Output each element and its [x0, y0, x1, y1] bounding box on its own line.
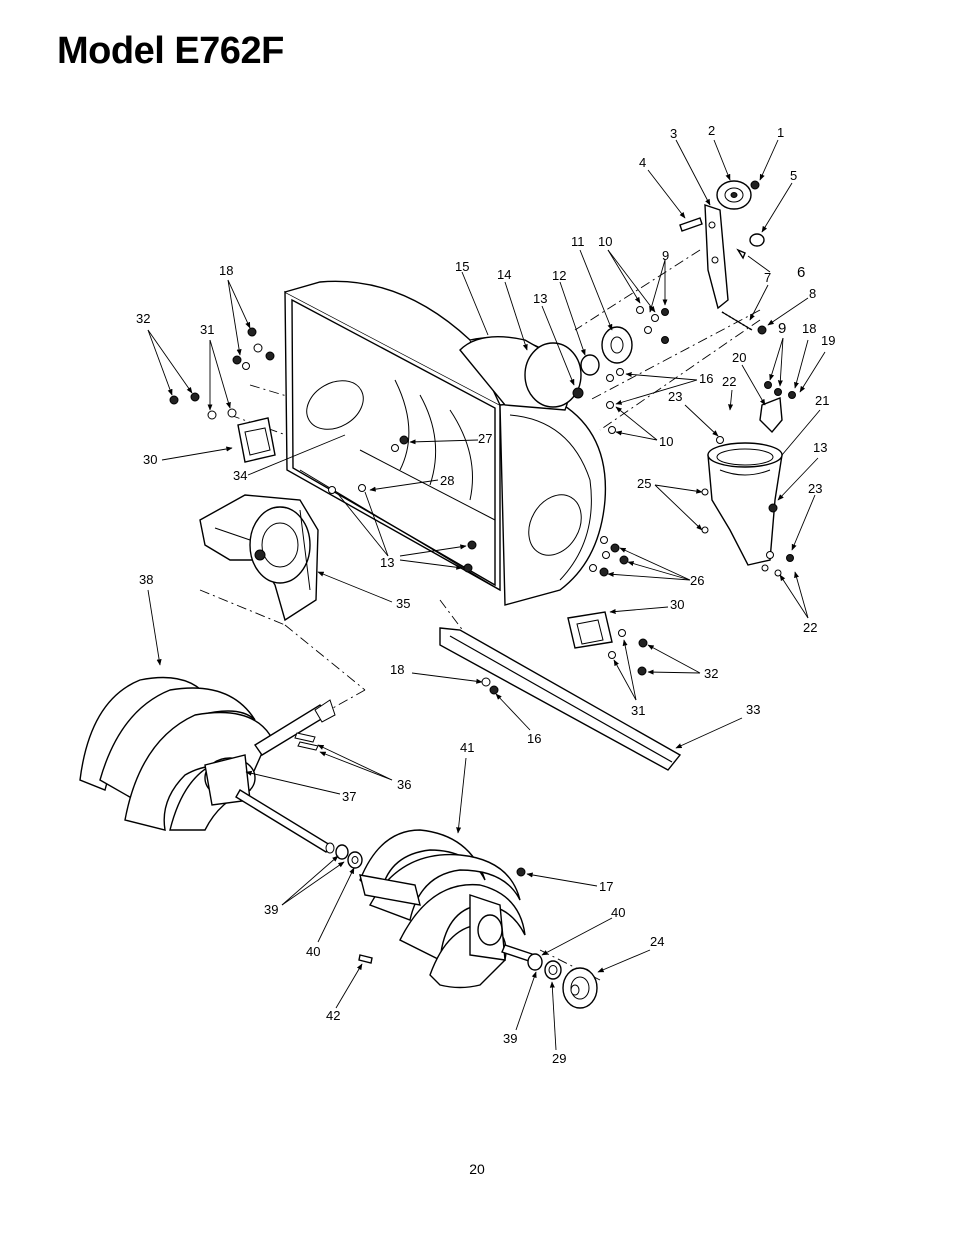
- chute-assembly: [701, 381, 796, 577]
- callout-24: 24: [650, 934, 664, 949]
- callout-10-top: 10: [598, 234, 612, 249]
- left-hardware: [169, 327, 477, 573]
- callout-16-upper: 16: [699, 371, 713, 386]
- callout-42: 42: [326, 1008, 340, 1023]
- callout-20: 20: [732, 350, 746, 365]
- impeller: [199, 494, 319, 622]
- callout-22-upper: 22: [722, 374, 736, 389]
- callout-25: 25: [637, 476, 651, 491]
- callout-8: 8: [809, 286, 816, 301]
- pulley-bracket-assembly: [679, 180, 767, 335]
- callout-39-left: 39: [264, 902, 278, 917]
- callout-36: 36: [397, 777, 411, 792]
- impeller-housing: [459, 335, 582, 411]
- callout-30-left: 30: [143, 452, 157, 467]
- callout-26: 26: [690, 573, 704, 588]
- callout-1: 1: [777, 125, 784, 140]
- page-title: Model E762F: [57, 30, 284, 72]
- callout-33: 33: [746, 702, 760, 717]
- callout-30-right: 30: [670, 597, 684, 612]
- callout-23-upper: 23: [668, 389, 682, 404]
- callout-13-center: 13: [380, 555, 394, 570]
- callout-5: 5: [790, 168, 797, 183]
- callout-7: 7: [764, 270, 771, 285]
- callout-28: 28: [440, 473, 454, 488]
- callout-2: 2: [708, 123, 715, 138]
- page-number: 20: [469, 1161, 485, 1177]
- callout-31-right: 31: [631, 703, 645, 718]
- leader-lines: [147, 139, 826, 1051]
- callout-16-lower: 16: [527, 731, 541, 746]
- callout-19: 19: [821, 333, 835, 348]
- callout-15: 15: [455, 259, 469, 274]
- callout-32-left: 32: [136, 311, 150, 326]
- callout-34: 34: [233, 468, 247, 483]
- callout-17: 17: [599, 879, 613, 894]
- callout-labels: 1 2 3 4 5 6 7 8 9 9 10 10 11 12 13 13 13…: [136, 123, 835, 1066]
- callout-40-left: 40: [306, 944, 320, 959]
- bearing-flange: [572, 306, 669, 434]
- callout-23-lower: 23: [808, 481, 822, 496]
- callout-18-bar: 18: [390, 662, 404, 677]
- callout-31-left: 31: [200, 322, 214, 337]
- callout-40-right: 40: [611, 905, 625, 920]
- left-auger: [79, 676, 336, 853]
- callout-3: 3: [670, 126, 677, 141]
- callout-39-right: 39: [503, 1031, 517, 1046]
- callout-32-right: 32: [704, 666, 718, 681]
- callout-18-left: 18: [219, 263, 233, 278]
- callout-10-lower: 10: [659, 434, 673, 449]
- callout-38: 38: [139, 572, 153, 587]
- callout-12: 12: [552, 268, 566, 283]
- callout-9-top: 9: [662, 248, 669, 263]
- right-auger: [359, 829, 536, 989]
- callout-13-top: 13: [533, 291, 547, 306]
- callout-4: 4: [639, 155, 646, 170]
- callout-11: 11: [571, 234, 585, 249]
- callout-27: 27: [478, 431, 492, 446]
- callout-21: 21: [815, 393, 829, 408]
- callout-13-chute: 13: [813, 440, 827, 455]
- callout-37: 37: [342, 789, 356, 804]
- callout-41: 41: [460, 740, 474, 755]
- skid-shoe-and-scraper: [439, 536, 682, 771]
- callout-29: 29: [552, 1051, 566, 1066]
- shaft-hardware: [325, 842, 598, 1009]
- callout-14: 14: [497, 267, 511, 282]
- auger-housing: [284, 280, 607, 606]
- callout-9-chute: 9: [778, 320, 786, 337]
- callout-18-chute: 18: [802, 321, 816, 336]
- callout-22-lower: 22: [803, 620, 817, 635]
- callout-6: 6: [797, 264, 805, 281]
- callout-35: 35: [396, 596, 410, 611]
